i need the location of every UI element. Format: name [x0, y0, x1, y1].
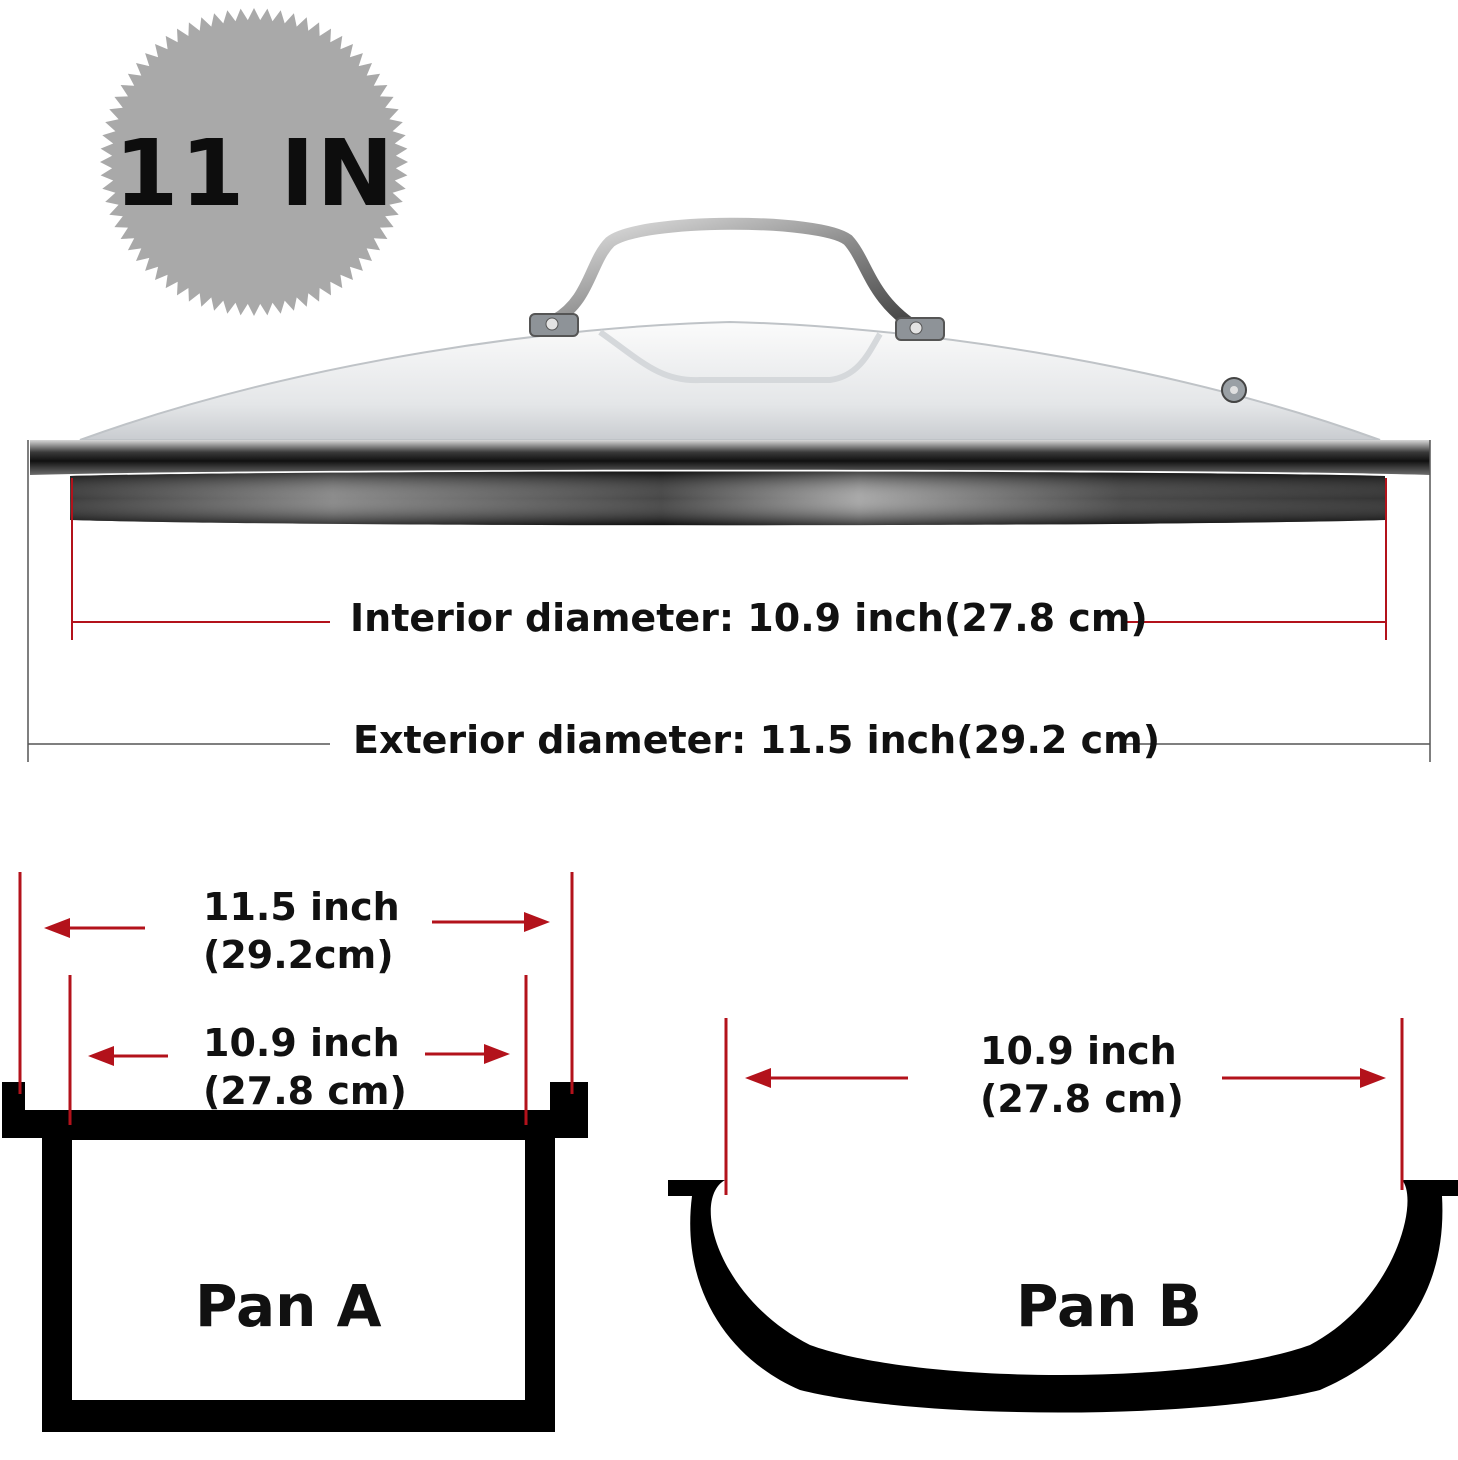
arrow-left-icon — [88, 1046, 114, 1066]
pan-a-profile — [2, 872, 588, 1432]
pan-b-size-line1: 10.9 inch — [980, 1029, 1177, 1073]
lid-dimension-lines — [27, 440, 1431, 762]
arrow-left-icon — [44, 918, 70, 938]
pan-b-profile — [668, 1018, 1458, 1413]
rivet-right-icon — [909, 321, 923, 335]
interior-diameter-label: Interior diameter: 10.9 inch(27.8 cm) — [350, 596, 1148, 640]
arrow-right-icon — [484, 1044, 510, 1064]
rivet-left-icon — [545, 317, 559, 331]
lid-glass-highlight — [598, 329, 883, 384]
arrow-right-icon — [524, 912, 550, 932]
pan-a-outer-size-line2: (29.2cm) — [203, 933, 394, 977]
pan-b-title: Pan B — [1016, 1272, 1202, 1340]
lid-rim — [30, 440, 1430, 475]
lid-illustration — [30, 217, 1430, 526]
pan-a-inner-size-line2: (27.8 cm) — [203, 1069, 407, 1113]
pan-a-title: Pan A — [195, 1272, 382, 1340]
steam-vent-hole — [1230, 386, 1238, 394]
arrow-right-icon — [1360, 1068, 1386, 1088]
size-badge-text: 11 IN — [114, 120, 396, 227]
lid-handle — [549, 217, 926, 336]
badge-shape — [100, 8, 408, 316]
exterior-diameter-label: Exterior diameter: 11.5 inch(29.2 cm) — [353, 718, 1161, 762]
pan-a-outer-size-line1: 11.5 inch — [203, 885, 400, 929]
arrow-left-icon — [745, 1068, 771, 1088]
lid-band-shade — [70, 471, 1385, 526]
pan-b-size-line2: (27.8 cm) — [980, 1077, 1184, 1121]
pan-a-inner-size-line1: 10.9 inch — [203, 1021, 400, 1065]
pan-a-outline — [2, 1082, 588, 1432]
